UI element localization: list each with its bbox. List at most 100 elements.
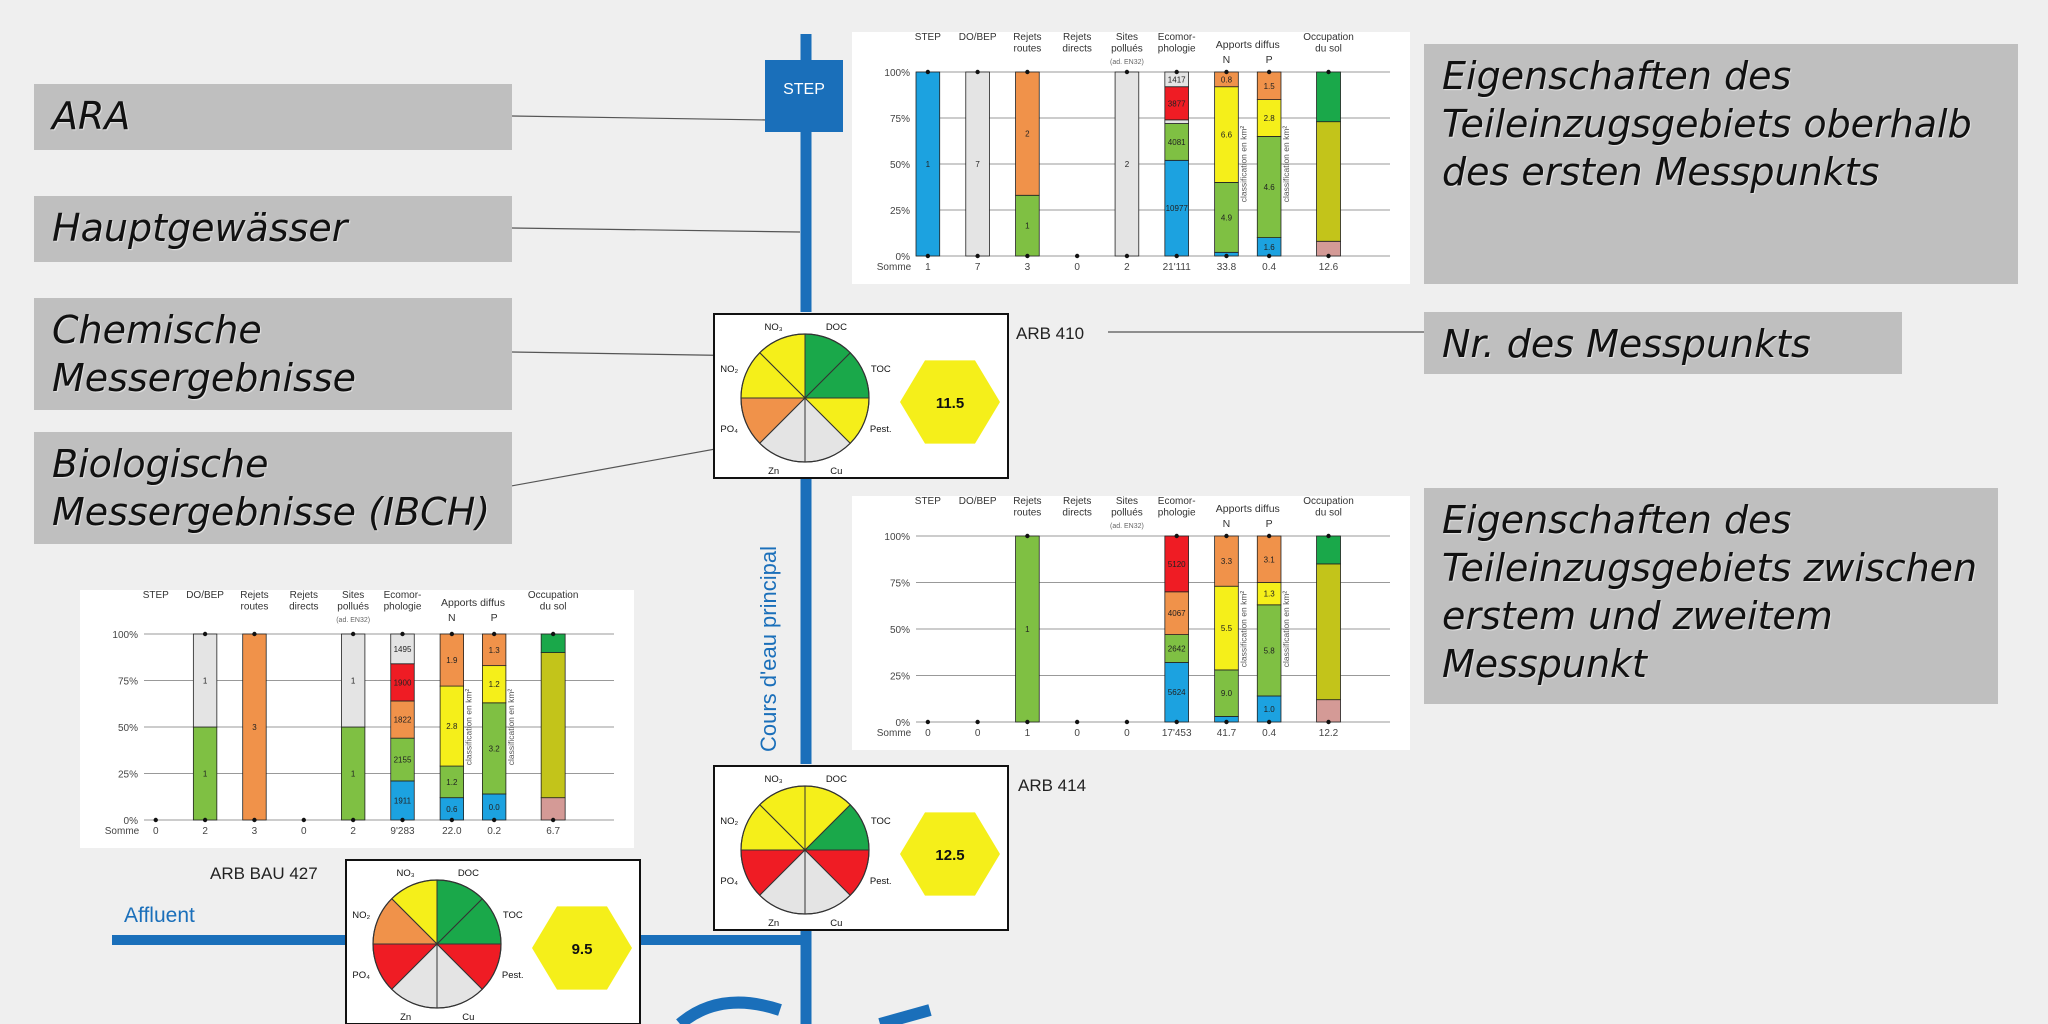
somme-label: Somme bbox=[877, 728, 912, 739]
header-occupation-line: Occupation bbox=[528, 590, 579, 601]
leader-hauptgewaesser bbox=[511, 227, 801, 233]
pie-label-no3: NO₃ bbox=[765, 774, 783, 785]
ibch-value: 11.5 bbox=[936, 395, 964, 412]
bar-segment-label: 1 bbox=[1025, 625, 1030, 634]
bar-base-marker bbox=[449, 817, 455, 823]
ibch-hexagon bbox=[532, 906, 632, 990]
header-sites-line: Sites bbox=[342, 590, 364, 601]
bar-top-marker bbox=[1174, 533, 1179, 539]
bar-base-marker bbox=[153, 817, 158, 823]
bar-segment-label: 1 bbox=[351, 677, 356, 686]
river-swirl bbox=[676, 996, 782, 1024]
y-tick-label: 75% bbox=[890, 579, 910, 590]
header-occupation-line: du sol bbox=[1315, 44, 1342, 55]
header-step-line: STEP bbox=[143, 590, 169, 601]
pie-label-cu-line: Cu bbox=[462, 1012, 474, 1023]
bar-segment bbox=[540, 797, 566, 821]
y-tick-label-line: 50% bbox=[890, 625, 910, 636]
bar-segment-label: 5.5 bbox=[1221, 624, 1233, 633]
somme-value-line: 41.7 bbox=[1217, 728, 1237, 739]
header-ecomor-line: Ecomor- bbox=[384, 590, 422, 601]
bar-segment-label: 1822 bbox=[394, 716, 412, 725]
bar-segment-label-line: 1.2 bbox=[489, 680, 501, 689]
bar-segment-label: 1.3 bbox=[1264, 590, 1276, 599]
somme-value-line: 33.8 bbox=[1217, 262, 1237, 273]
bar-segment bbox=[1164, 119, 1189, 124]
bar-segment-label-line: 1900 bbox=[394, 678, 412, 687]
somme-value: 1 bbox=[925, 262, 931, 273]
header-rejets_routes-line: routes bbox=[1013, 508, 1041, 519]
bar-segment-label: 7 bbox=[975, 160, 980, 169]
pie-label-zn-line: Zn bbox=[768, 918, 779, 929]
somme-value: 33.8 bbox=[1217, 262, 1237, 273]
classification-label-line: classification en km² bbox=[1238, 591, 1248, 668]
pie-label-doc-line: DOC bbox=[458, 868, 479, 879]
y-tick-label-line: 75% bbox=[890, 579, 910, 590]
header-p-line: P bbox=[1266, 54, 1273, 66]
y-tick-label: 0% bbox=[896, 718, 911, 729]
y-tick-label: 50% bbox=[118, 723, 138, 734]
y-tick-label: 0% bbox=[896, 252, 911, 263]
bar-top-marker bbox=[975, 69, 980, 75]
somme-value-line: 22.0 bbox=[442, 826, 462, 837]
bar-chart-middle: 0%25%50%75%100%Apports diffusSTEP0DO/BEP… bbox=[852, 496, 1410, 750]
header-sites-note: (ad. EN32) bbox=[336, 617, 370, 624]
header-ecomor-line: Ecomor- bbox=[1158, 496, 1196, 507]
header-sites-note-line: (ad. EN32) bbox=[1110, 523, 1144, 530]
bar-segment-label: 5120 bbox=[1168, 560, 1186, 569]
bar-top-marker bbox=[252, 631, 257, 637]
bar-segment-label-line: 5.8 bbox=[1264, 646, 1276, 655]
bar-base-marker bbox=[925, 719, 931, 725]
somme-value-line: 0 bbox=[1074, 262, 1080, 273]
bar-top-marker bbox=[1025, 69, 1030, 75]
somme-value-line: 2 bbox=[350, 826, 356, 837]
bar-segment-label: 1 bbox=[926, 160, 931, 169]
somme-value-line: 0.4 bbox=[1262, 262, 1276, 273]
bar-base-marker bbox=[252, 817, 257, 823]
bar-top-marker bbox=[1174, 69, 1179, 75]
bar-segment-label: 1 bbox=[203, 770, 208, 779]
bar-segment bbox=[540, 633, 566, 654]
bar-base-marker bbox=[1074, 253, 1080, 259]
bar-segment-label: 1 bbox=[351, 770, 356, 779]
somme-label-line: Somme bbox=[877, 262, 912, 273]
pie-label-doc-line: DOC bbox=[826, 774, 847, 785]
somme-value: 0 bbox=[925, 728, 931, 739]
somme-label-line: Somme bbox=[105, 826, 140, 837]
step-plant: STEP bbox=[765, 60, 843, 132]
somme-value: 21'111 bbox=[1163, 262, 1192, 273]
bar-segment-label-line: 2 bbox=[1125, 160, 1130, 169]
bar-segment-label-line: 4067 bbox=[1168, 609, 1186, 618]
somme-value: 0 bbox=[975, 728, 981, 739]
pie-label-pest: Pest. bbox=[870, 424, 892, 435]
somme-label: Somme bbox=[105, 826, 140, 837]
bar-top-marker bbox=[202, 631, 208, 637]
y-tick-label: 25% bbox=[118, 770, 138, 781]
bar-segment-label: 1.2 bbox=[446, 778, 458, 787]
bar-base-marker bbox=[1025, 253, 1030, 259]
somme-value: 9'283 bbox=[390, 826, 415, 837]
bar-top-marker bbox=[1326, 69, 1331, 75]
bar-segment-label: 1 bbox=[203, 677, 208, 686]
affluent-label: Affluent bbox=[124, 904, 195, 927]
pie-label-zn: Zn bbox=[768, 466, 779, 477]
y-tick-label-line: 25% bbox=[890, 206, 910, 217]
y-tick-label-line: 25% bbox=[890, 672, 910, 683]
bar-segment-label: 1900 bbox=[394, 678, 412, 687]
pie-label-pest-line: Pest. bbox=[870, 876, 892, 887]
bar-segment-label-line: 1495 bbox=[394, 645, 412, 654]
bar-segment-label-line: 5.5 bbox=[1221, 624, 1233, 633]
header-dobep-line: DO/BEP bbox=[959, 32, 997, 43]
bar-top-marker bbox=[1224, 69, 1229, 75]
header-dobep-line: DO/BEP bbox=[959, 496, 997, 507]
y-tick-label-line: 0% bbox=[896, 252, 911, 263]
bar-segment-label-line: 10977 bbox=[1166, 204, 1189, 213]
header-sites-line: pollués bbox=[1111, 44, 1143, 55]
bar-segment-label-line: 1 bbox=[926, 160, 931, 169]
pie-label-pest: Pest. bbox=[870, 876, 892, 887]
bar-segment bbox=[1316, 535, 1341, 565]
bar-segment-label-line: 1 bbox=[1025, 625, 1030, 634]
y-tick-label: 75% bbox=[118, 677, 138, 688]
